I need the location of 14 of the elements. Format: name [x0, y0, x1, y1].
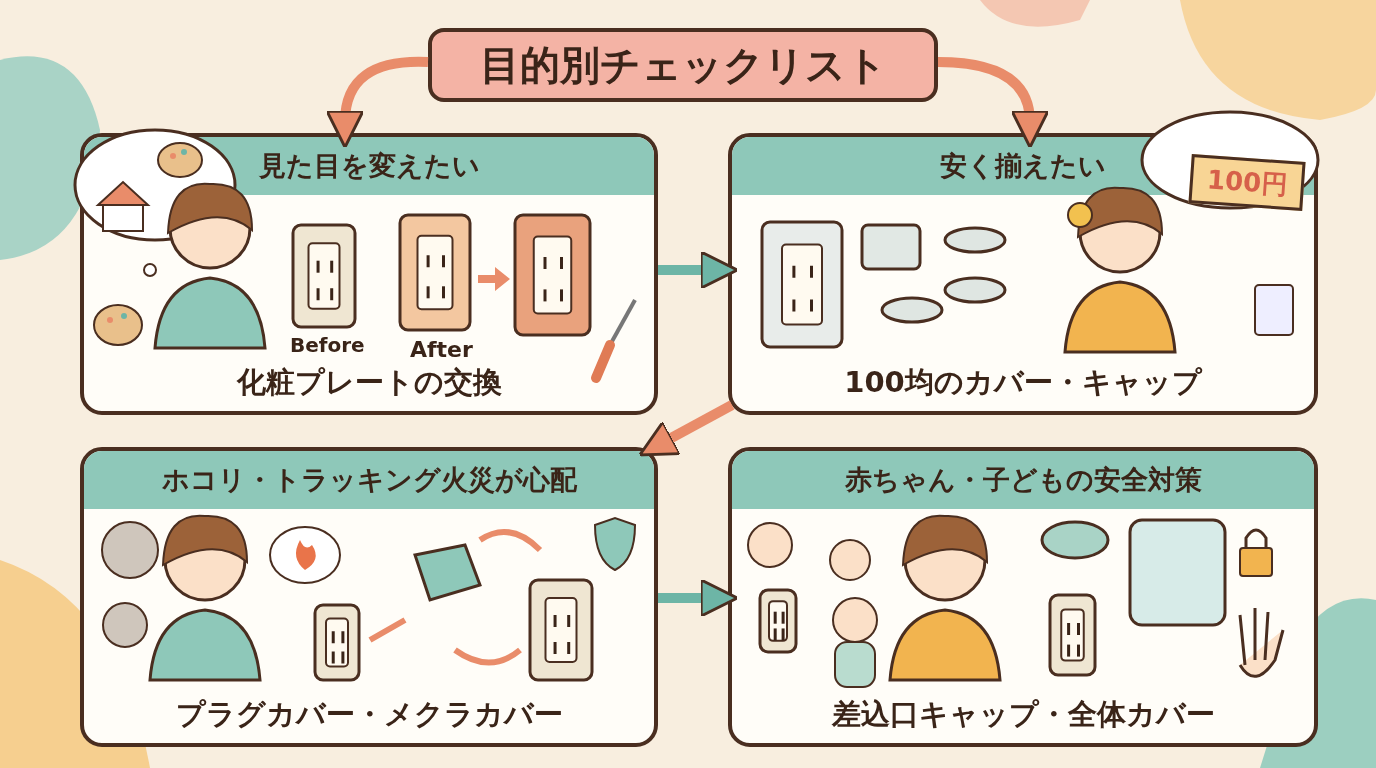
solution-text: 差込口キャップ・全体カバー	[831, 696, 1215, 733]
solution-text: プラグカバー・メクラカバー	[175, 696, 563, 733]
arrow	[638, 400, 735, 457]
panel-header: 赤ちゃん・子どもの安全対策	[732, 451, 1314, 509]
arrow	[937, 57, 1049, 149]
panel-header: ホコリ・トラッキング火災が心配	[84, 451, 654, 509]
before-label: Before	[290, 333, 365, 357]
solution-text: 100均のカバー・キャップ	[844, 364, 1202, 401]
arrow	[326, 56, 429, 149]
title-box: 目的別チェックリスト	[428, 28, 938, 102]
after-label: After	[410, 337, 473, 362]
arrow	[658, 578, 739, 618]
solution-text: 化粧プレートの交換	[236, 364, 502, 401]
arrow	[658, 250, 739, 290]
